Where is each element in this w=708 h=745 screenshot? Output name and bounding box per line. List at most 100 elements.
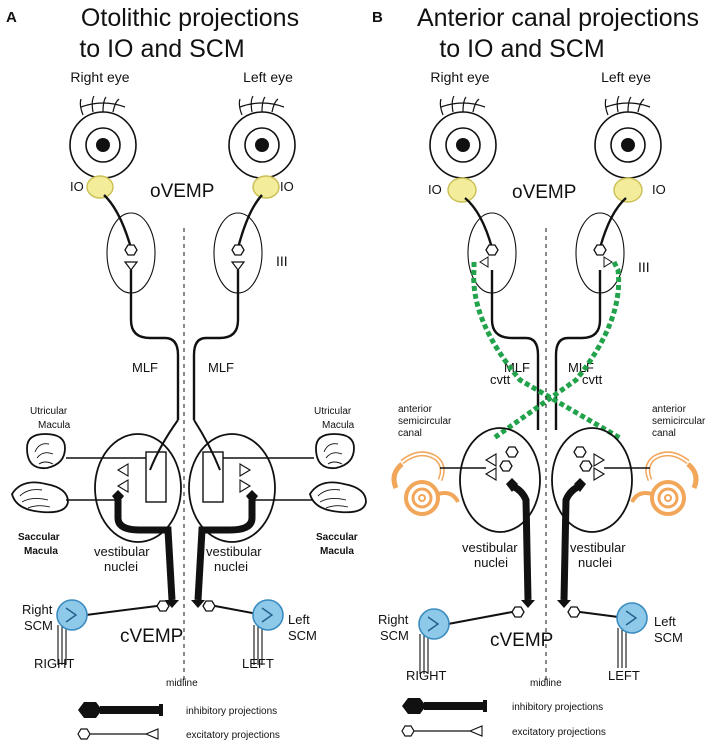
saccular-right-label-1: Saccular [18, 532, 60, 543]
panel-b: B Anterior canal projections to IO and S… [372, 4, 706, 738]
utricular-left-label-2: Macula [322, 420, 355, 431]
anterior-canal-right-icon [394, 454, 458, 514]
right-scm-label-1: Right [22, 602, 53, 617]
legend-excitatory-symbol [77, 728, 91, 740]
b-right-scm-label-2: SCM [380, 628, 409, 643]
utricular-right-label-1: Utricular [30, 406, 68, 417]
motoneuron-right [124, 244, 138, 256]
vestibular-nucleus-right [94, 433, 182, 543]
b-scm-motoneuron-left [567, 606, 581, 618]
b-scm-motoneuron-right [511, 606, 525, 618]
io-right-label: IO [70, 179, 84, 194]
b-scm-right-icon [418, 608, 450, 675]
ovemp-label: oVEMP [150, 181, 214, 202]
utricle-right-icon [26, 433, 66, 470]
right-scm-label-2: SCM [24, 618, 53, 633]
utricle-left-icon [315, 433, 355, 470]
b-motoneuron-right [485, 244, 499, 256]
b-io-muscle-left-icon [613, 177, 643, 203]
midline-label: midline [166, 678, 198, 689]
b-vestibular-nucleus-left [551, 427, 633, 533]
b-vestibular-left-label-2: nuclei [578, 555, 612, 570]
b-legend-excitatory-symbol [401, 725, 415, 737]
panel-a-title-line2: to IO and SCM [79, 35, 244, 63]
mlf-right-label: MLF [208, 360, 234, 375]
vestibular-right-label-2: nuclei [104, 559, 138, 574]
saccular-right-label-2: Macula [24, 546, 58, 557]
vestibular-left-label-1: vestibular [206, 544, 262, 559]
b-legend-inhibitory-label: inhibitory projections [512, 702, 603, 713]
vestibular-left-label-2: nuclei [214, 559, 248, 574]
legend-inhibitory-label: inhibitory projections [186, 706, 277, 717]
inhibitory-path-left [194, 500, 256, 601]
b-vestibular-left-label-1: vestibular [570, 540, 626, 555]
left-scm-label-2: SCM [288, 628, 317, 643]
io-muscle-right-icon [86, 175, 114, 199]
vestibular-nucleus-left [188, 433, 276, 543]
cvtt-path-right [471, 262, 622, 441]
canal-left-label-3: canal [652, 428, 676, 439]
scm-motoneuron-right [156, 600, 170, 612]
io-nerve-left [236, 194, 263, 249]
panel-a-letter: A [6, 9, 17, 26]
b-left-scm-label-1: Left [654, 614, 676, 629]
nucleus-iii-label: III [276, 253, 288, 269]
saccule-left-icon [309, 481, 367, 514]
b-vestibular-right-label-1: vestibular [462, 540, 518, 555]
left-eye-label: Left eye [243, 69, 293, 85]
b-io-right-label: IO [428, 182, 442, 197]
b-cvemp-label: cVEMP [490, 630, 553, 651]
b-left-side-label: LEFT [608, 668, 640, 683]
saccule-right-icon [11, 481, 69, 514]
b-right-scm-label-1: Right [378, 612, 409, 627]
b-left-scm-label-2: SCM [654, 630, 683, 645]
b-right-eye-icon [429, 95, 497, 179]
vestibular-right-label-1: vestibular [94, 544, 150, 559]
cvtt-right-label: cvtt [582, 372, 603, 387]
right-eye-icon [69, 95, 137, 179]
left-eye-icon [228, 95, 296, 179]
panel-b-title-line1: Anterior canal projections [417, 4, 699, 32]
b-right-eye-label: Right eye [430, 69, 489, 85]
legend-inhibitory-symbol [78, 702, 102, 718]
saccular-left-label-1: Saccular [316, 532, 358, 543]
utricular-left-label-1: Utricular [314, 406, 352, 417]
cvemp-label: cVEMP [120, 626, 183, 647]
cvtt-left-label: cvtt [490, 372, 511, 387]
panel-b-title-line2: to IO and SCM [439, 35, 604, 63]
b-vestibular-right-label-2: nuclei [474, 555, 508, 570]
b-legend-inhibitory-symbol [402, 698, 426, 714]
right-eye-label: Right eye [70, 69, 129, 85]
b-nucleus-iii-label: III [638, 259, 650, 275]
b-mlf-left-label: MLF [504, 360, 530, 375]
canal-left-label-1: anterior [652, 404, 687, 415]
inhibitory-path-right [114, 500, 176, 601]
io-muscle-left-icon [252, 175, 280, 199]
scm-motoneuron-left [202, 600, 216, 612]
panel-b-letter: B [372, 9, 383, 26]
saccular-left-label-2: Macula [320, 546, 354, 557]
mlf-left-label: MLF [132, 360, 158, 375]
b-vestibular-nucleus-right [459, 427, 541, 533]
panel-a-title-line1: Otolithic projections [81, 4, 299, 32]
anterior-canal-left-icon [632, 454, 696, 514]
panel-a: A Otolithic projections to IO and SCM Ri… [6, 4, 367, 741]
b-ovemp-label: oVEMP [512, 182, 576, 203]
cvtt-path-left [492, 260, 622, 441]
canal-right-label-1: anterior [398, 404, 433, 415]
motoneuron-left [231, 244, 245, 256]
io-left-label: IO [280, 179, 294, 194]
b-midline-label: midline [530, 678, 562, 689]
mlf-path-right [129, 270, 180, 420]
b-mlf-path-right [490, 270, 540, 430]
b-io-left-label: IO [652, 182, 666, 197]
b-left-eye-label: Left eye [601, 69, 651, 85]
canal-left-label-2: semicircular [652, 416, 706, 427]
b-motoneuron-left [593, 244, 607, 256]
canal-right-label-2: semicircular [398, 416, 452, 427]
b-right-side-label: RIGHT [406, 668, 447, 683]
b-left-eye-icon [594, 95, 662, 179]
b-scm-left-icon [616, 602, 648, 669]
